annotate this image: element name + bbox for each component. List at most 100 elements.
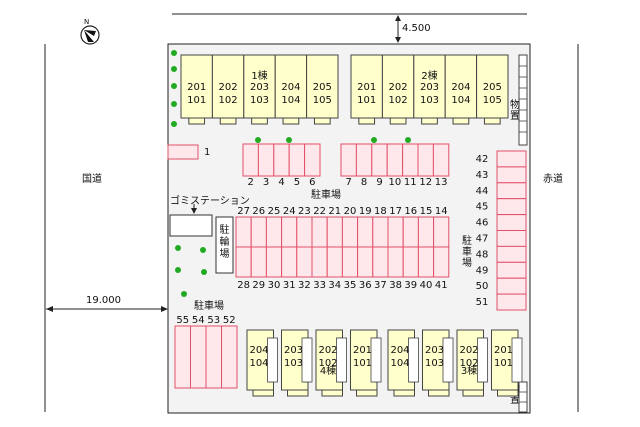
parking-stall-right [496, 230, 527, 247]
parking-stall-center-bottom [372, 246, 389, 278]
parking-number-top-left: 4 [278, 177, 284, 188]
parking-number-right: 48 [476, 249, 489, 260]
building-2-unit-upper-number: 202 [389, 82, 408, 93]
parking-number-top-right: 11 [404, 177, 417, 188]
parking-stall-center-top [433, 216, 450, 248]
parking-number-center-bottom: 37 [374, 280, 387, 291]
parking-number-bottom-left: 54 [192, 315, 205, 326]
building-2-unit [413, 54, 446, 119]
parking-number-center-bottom: 35 [344, 280, 357, 291]
parking-stall-top-left [242, 143, 259, 177]
building-3-unit-upper-number: 202 [459, 345, 478, 356]
building-1-unit [243, 54, 276, 119]
building-2-unit-lower-number: 103 [420, 95, 439, 106]
parking-number-center-top: 26 [252, 206, 265, 217]
building-4-unit-upper-number: 202 [318, 345, 337, 356]
building-3-balcony [428, 389, 450, 397]
parking-stall-center-bottom [387, 246, 404, 278]
parking-number-center-top: 17 [389, 206, 402, 217]
parking-stall-right [496, 150, 527, 168]
tree-icon [171, 101, 177, 107]
north-label: N [84, 18, 90, 26]
arrow-up-icon [395, 15, 401, 21]
parking-stall-center-top [281, 216, 298, 248]
tree-icon [175, 245, 181, 251]
building-3-unit-upper-number: 201 [494, 345, 513, 356]
parking-number-bottom-left: 52 [223, 315, 236, 326]
arrow-right-icon [161, 306, 168, 312]
building-4-unit-lower-number: 104 [249, 358, 268, 369]
parking-stall-right [496, 214, 527, 232]
bicycle-parking-label: 駐輪場 [220, 223, 230, 260]
tree-icon [201, 269, 207, 275]
building-4-balcony [287, 389, 309, 397]
tree-icon [286, 137, 292, 143]
parking-number-right: 51 [476, 297, 489, 308]
building-1-unit-upper-number: 205 [313, 82, 332, 93]
parking-number-center-bottom: 36 [359, 280, 372, 291]
parking-number-right: 46 [476, 218, 489, 229]
arrow-down-icon [395, 37, 401, 43]
building-3-stair [408, 337, 419, 383]
left-setback-label: 19.000 [86, 295, 121, 306]
building-3-balcony [462, 389, 484, 397]
building-4-balcony [356, 389, 378, 397]
parking-stall-center-top [235, 216, 252, 248]
parking-stall-center-top [372, 216, 389, 248]
parking-number-right: 44 [476, 186, 489, 197]
building-1-unit [274, 54, 308, 119]
parking-stall-center-bottom [296, 246, 313, 278]
parking-stall-right [496, 277, 527, 295]
parking-number-center-bottom: 38 [389, 280, 402, 291]
garbage-station-label: ゴミステーション [170, 196, 250, 207]
parking-stall-center-top [402, 216, 419, 248]
building-3-name: 3棟 [461, 364, 477, 377]
parking-number-center-bottom: 30 [268, 280, 281, 291]
building-2-balcony [358, 117, 376, 125]
parking-stall-center-bottom [235, 246, 252, 278]
tree-icon [171, 121, 177, 127]
parking-stall-center-bottom [433, 246, 450, 278]
parking-number-center-bottom: 40 [420, 280, 433, 291]
tree-icon [171, 83, 177, 89]
building-4-unit-lower-number: 102 [318, 358, 337, 369]
parking-number-1: 1 [204, 147, 210, 158]
parking-number-center-top: 19 [359, 206, 372, 217]
parking-number-right: 45 [476, 202, 489, 213]
building-2-balcony [483, 117, 501, 125]
building-2-unit-lower-number: 105 [483, 95, 502, 106]
parking-stall-center-top [387, 216, 404, 248]
building-4-unit-upper-number: 204 [249, 345, 268, 356]
parking-number-center-bottom: 39 [404, 280, 417, 291]
building-2-balcony [452, 117, 470, 125]
parking-number-right: 50 [476, 281, 489, 292]
building-2-unit-lower-number: 102 [389, 95, 408, 106]
parking-lot-label-center: 駐車場 [311, 190, 341, 201]
parking-stall-right [496, 261, 527, 279]
parking-number-center-top: 25 [268, 206, 281, 217]
building-3-stair [511, 337, 523, 383]
bicycle-parking-box [215, 216, 234, 274]
building-1-balcony [282, 117, 300, 125]
building-2-unit-upper-number: 201 [357, 82, 376, 93]
parking-number-center-top: 24 [283, 206, 296, 217]
building-3-stair [477, 337, 488, 383]
building-4-stair [267, 337, 278, 383]
parking-stall-right [496, 245, 527, 263]
building-1-unit-upper-number: 201 [187, 82, 206, 93]
building-1-balcony [313, 117, 331, 125]
parking-stall-center-top [341, 216, 359, 248]
building-2-unit [476, 54, 509, 119]
tree-icon [171, 66, 177, 72]
parking-number-center-top: 18 [374, 206, 387, 217]
parking-number-right: 49 [476, 265, 489, 276]
parking-number-center-top: 16 [404, 206, 417, 217]
building-3-unit-lower-number: 102 [459, 358, 478, 369]
storage-label-top: 物置 [510, 98, 520, 122]
parking-stall-bottom-left [174, 325, 191, 389]
parking-number-right: 47 [476, 234, 489, 245]
parking-stall-center-top [296, 216, 313, 248]
parking-stall-top-left [304, 143, 321, 177]
building-1-unit-lower-number: 103 [250, 95, 269, 106]
